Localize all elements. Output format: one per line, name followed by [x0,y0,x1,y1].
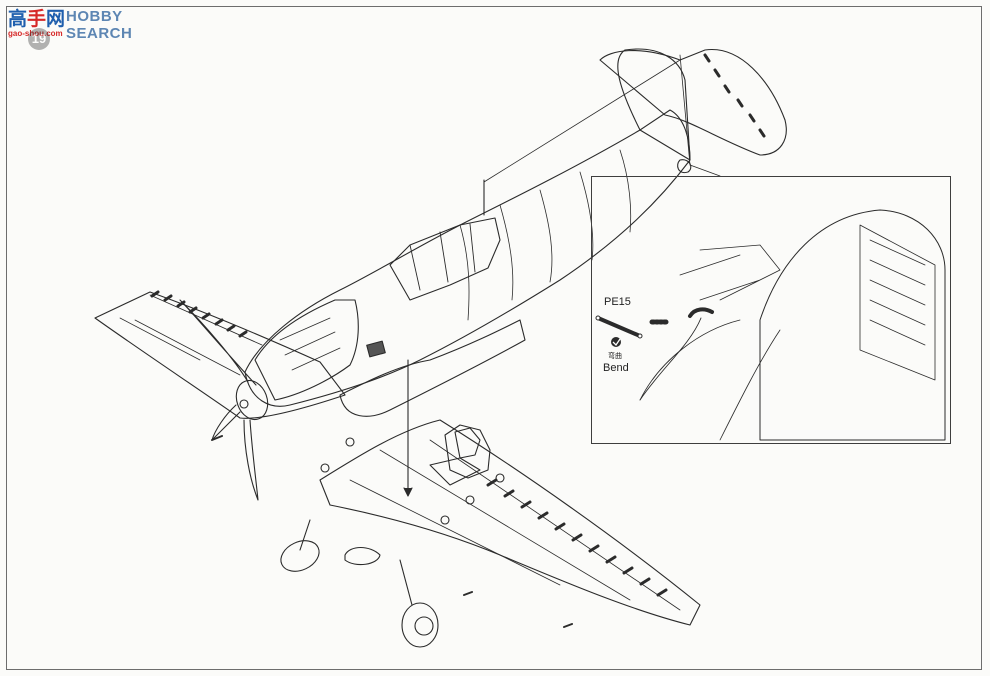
bend-label-cn: 弯曲 [608,352,622,360]
seat-base [429,457,481,486]
stabilizer-stripes [703,53,766,138]
tail-fin [617,48,691,161]
step-number-badge: 19 [28,28,50,50]
landing-gear-left-wheel [280,540,320,572]
watermark-logo-en: HOBBY SEARCH [66,8,133,42]
right-wing [319,419,701,626]
landing-gear-right-wheel [401,602,439,648]
engine-cowling [254,299,359,401]
right-wing-slats [486,478,668,597]
bend-icon [611,337,621,347]
detail-fuselage-curve [639,319,781,441]
horizontal-stabilizer [599,49,787,156]
bend-label-en: Bend [603,362,629,374]
site-watermark: 高手网 HOBBY SEARCH gao-shou.com [2,2,162,46]
canopy [389,217,501,301]
propeller-blade-left [211,404,241,441]
left-wing-slats [150,290,248,338]
radiator [344,546,381,566]
wing-root-fairing [339,319,526,417]
pe15-part [596,316,642,338]
tail-wheel [677,159,692,174]
landing-gear-right-leg [399,559,413,606]
watermark-url: gao-shou.com [8,29,63,38]
propeller-blade-bottom [243,419,259,501]
antenna-wire [483,59,681,183]
fuselage-panel-lines [459,149,632,321]
part-label-pe15: PE15 [604,296,631,308]
exhaust-vent [366,340,386,358]
detail-leader-line [689,164,721,177]
left-wing [94,291,346,419]
propeller-blade-top [179,299,257,386]
pe15-bent-installed [688,307,714,318]
seat-armor [444,424,491,479]
watermark-logo-cn: 高手网 [8,8,66,30]
spinner [235,379,269,421]
page-border [6,6,982,670]
landing-gear-left-leg [299,519,311,551]
detail-tail-fin [759,209,946,441]
detail-callout-box [591,176,951,444]
